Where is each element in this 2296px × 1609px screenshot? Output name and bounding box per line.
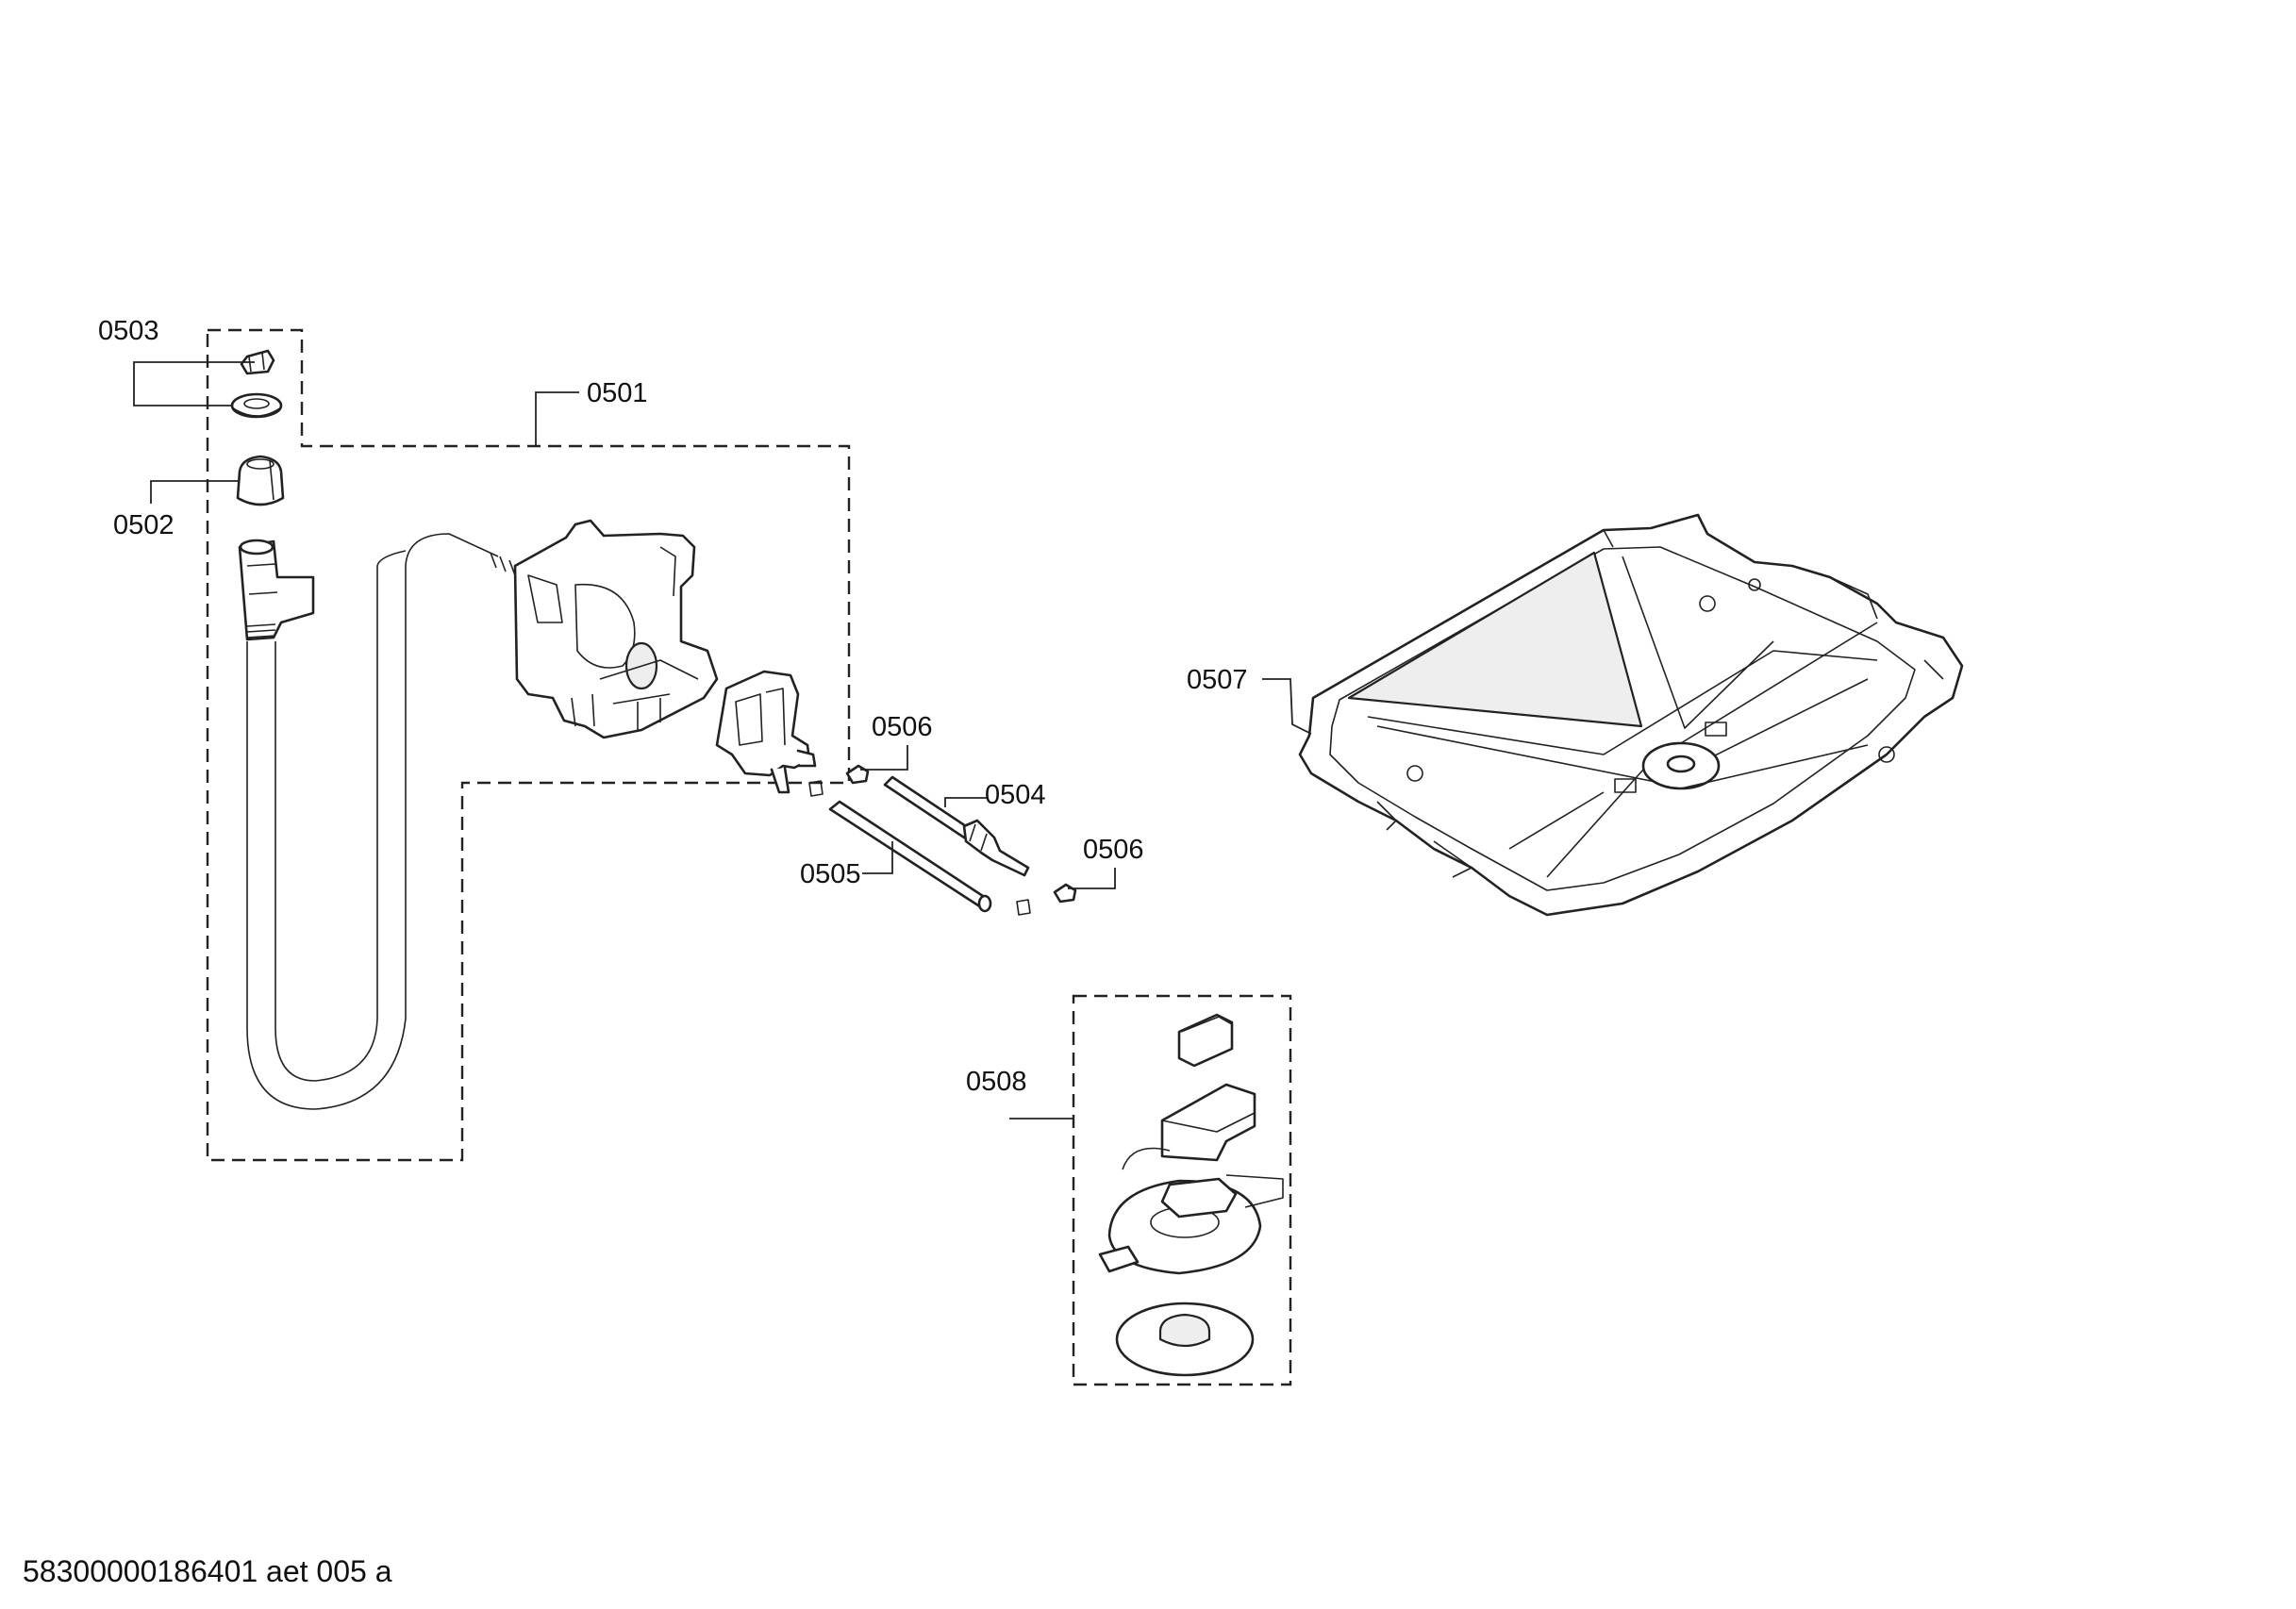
leader-0505 [862, 841, 893, 874]
part-0502-cap [236, 455, 285, 506]
group-boundary-0508 [1072, 994, 1292, 1386]
callout-0508: 0508 [966, 1067, 1027, 1097]
leader-0504 [944, 797, 989, 807]
drawing-code: 58300000186401 aet 005 a [23, 1554, 392, 1588]
callout-0506-lower: 0506 [1083, 835, 1144, 865]
part-0503-nut [240, 349, 275, 375]
callout-0506-upper: 0506 [872, 712, 933, 742]
part-0508-sensor [1098, 1083, 1284, 1275]
leader-0507 [1262, 678, 1312, 735]
callout-0504: 0504 [985, 780, 1046, 810]
callout-0501: 0501 [587, 378, 648, 408]
part-0501-small-valve [715, 670, 817, 794]
part-0504-tube [883, 775, 1030, 877]
part-0506-clip-b [1053, 883, 1077, 904]
part-0507-base-tray [1298, 513, 1964, 917]
callout-0505: 0505 [800, 859, 861, 889]
group-boundary-0501 [206, 328, 851, 1162]
part-0501-inlet-hose [238, 533, 525, 1110]
leader-0503 [133, 361, 255, 406]
part-small-clip-1 [808, 780, 824, 797]
callout-0502: 0502 [113, 510, 175, 540]
leader-0506b [1068, 868, 1116, 889]
leader-0502 [150, 480, 238, 504]
leader-0501 [535, 391, 579, 446]
part-0505-tube [828, 800, 992, 913]
part-0506-clip-a [845, 764, 870, 785]
leader-0506a [860, 745, 908, 771]
part-0508-disc [1115, 1302, 1255, 1377]
part-small-clip-2 [1016, 899, 1031, 916]
part-0508-connector [1177, 1013, 1234, 1068]
part-0501-valve-body [513, 519, 719, 739]
part-0503-washer [230, 392, 283, 419]
callout-0507: 0507 [1187, 665, 1248, 695]
callout-0503: 0503 [98, 316, 159, 346]
